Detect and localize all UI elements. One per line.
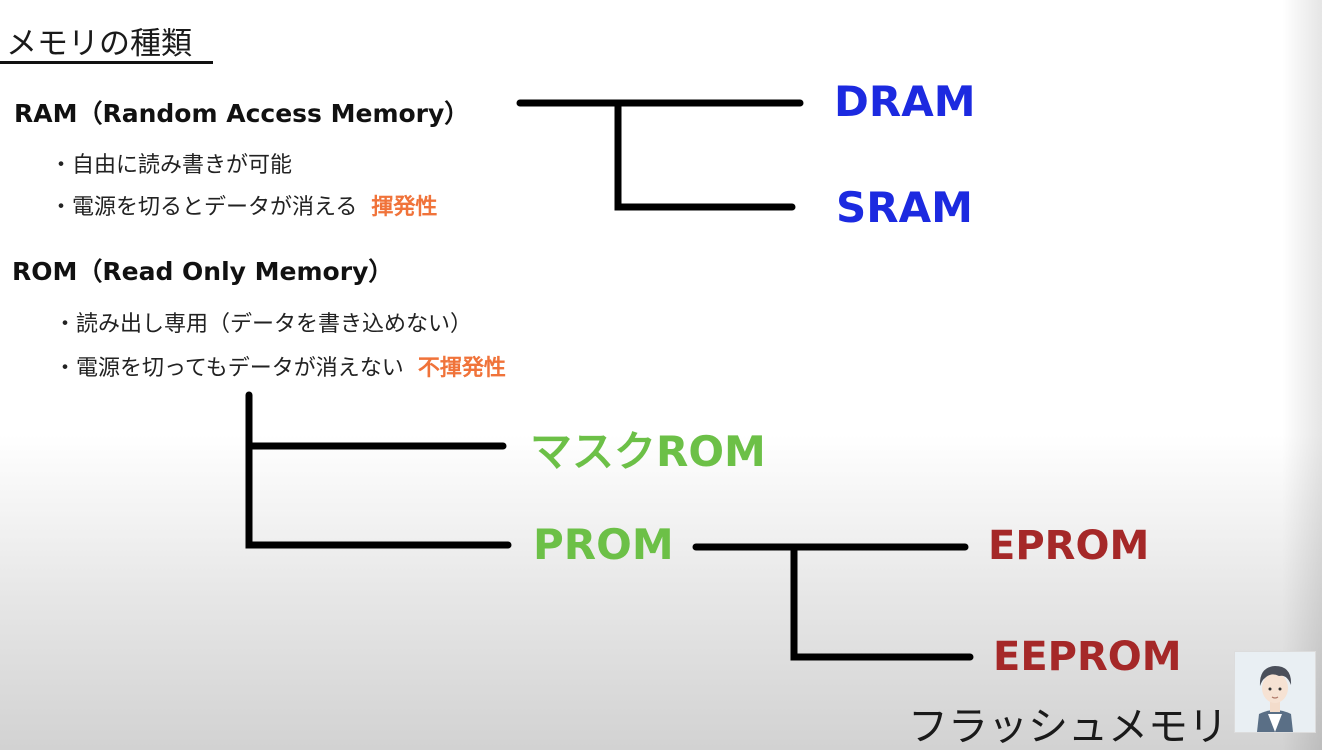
eeprom-label: EEPROM [993,634,1182,680]
rom-to-prom-line [245,391,512,549]
prom-label: PROM [533,520,674,569]
ram-to-sram-line [614,100,796,211]
eprom-label: EPROM [988,523,1150,569]
nonvolatile-tag: 不揮発性 [417,356,506,381]
rom-bullet-2: ・電源を切ってもデータが消えない不揮発性 [54,350,506,382]
ram-bullet-1: ・自由に読み書きが可能 [50,153,293,178]
page-title: メモリの種類 [6,26,192,62]
presenter-avatar [1234,651,1316,733]
flash-memory-label: フラッシュメモリ [908,704,1228,750]
ram-bullet-2-text: ・電源を切るとデータが消える [50,195,358,220]
volatile-tag: 揮発性 [371,195,438,220]
right-edge-shade [1282,0,1322,750]
dram-label: DRAM [834,77,976,126]
ram-bullet-2: ・電源を切るとデータが消える揮発性 [50,189,437,221]
sram-label: SRAM [836,183,973,232]
ram-heading: RAM（Random Access Memory） [14,99,470,128]
mask-rom-label: マスクROM [530,427,766,476]
rom-heading: ROM（Read Only Memory） [12,257,394,286]
rom-bullet-2-text: ・電源を切ってもデータが消えない [54,356,404,381]
prom-to-eeprom-line [790,544,974,661]
rom-bullet-1: ・読み出し専用（データを書き込めない） [54,312,473,337]
title-underline [0,61,213,64]
presenter-avatar-illustration [1257,666,1293,732]
